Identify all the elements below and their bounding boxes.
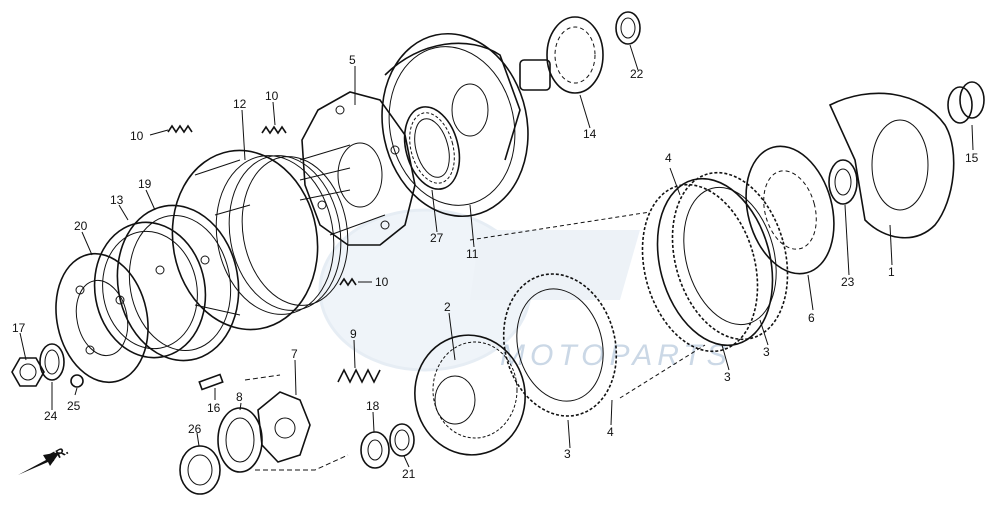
callout-7: 7 — [291, 347, 298, 361]
part-washer-24 — [39, 343, 65, 381]
part-drum-19 — [116, 204, 240, 362]
part-weight-assembly — [171, 149, 349, 331]
callout-numbers: 1 2 3 3 3 4 4 5 6 7 8 9 10 10 10 11 12 1… — [12, 53, 979, 481]
callout-25: 25 — [67, 399, 81, 413]
part-disc-stack-left — [502, 273, 618, 417]
callout-19: 19 — [138, 177, 152, 191]
callout-3a: 3 — [763, 345, 770, 359]
callout-6: 6 — [808, 311, 815, 325]
callout-14: 14 — [583, 127, 597, 141]
part-spring-10-mid — [261, 125, 287, 135]
callout-22: 22 — [630, 67, 644, 81]
part-ball-25 — [70, 374, 84, 388]
part-housing-8 — [217, 407, 263, 473]
part-outer-basket — [381, 32, 529, 218]
part-pressure-plate — [745, 145, 835, 275]
callout-16: 16 — [207, 401, 221, 415]
callout-23: 23 — [841, 275, 855, 289]
part-ring-22 — [615, 11, 641, 45]
part-spring-9 — [337, 368, 381, 384]
part-bushing — [947, 81, 985, 124]
part-bearing-ring — [403, 106, 461, 190]
callout-26: 26 — [188, 422, 202, 436]
part-outer-cover — [828, 92, 955, 239]
callout-5: 5 — [349, 53, 356, 67]
callout-27: 27 — [430, 231, 444, 245]
callout-4b: 4 — [607, 425, 614, 439]
watermark-globe — [318, 208, 640, 372]
callout-15: 15 — [965, 151, 979, 165]
callout-3c: 3 — [564, 447, 571, 461]
callout-4a: 4 — [665, 151, 672, 165]
callout-9: 9 — [350, 327, 357, 341]
callout-10c: 10 — [375, 275, 389, 289]
part-nut — [11, 357, 45, 387]
part-bolt-16 — [198, 373, 224, 391]
part-primary-gear — [519, 16, 604, 94]
part-bearing-26 — [179, 445, 221, 495]
callout-10b: 10 — [265, 89, 279, 103]
assembly-lines — [244, 211, 706, 471]
part-washer-23 — [828, 159, 858, 205]
part-washer-plate — [55, 252, 149, 384]
callout-2: 2 — [444, 300, 451, 314]
callout-21: 21 — [402, 467, 416, 481]
part-disc-stack-right — [641, 171, 789, 353]
leader-lines — [19, 44, 974, 468]
part-bracket-7 — [257, 391, 311, 463]
part-clutch-center — [414, 334, 526, 456]
part-collar-18 — [360, 431, 390, 469]
callout-24: 24 — [44, 409, 58, 423]
front-direction-arrow: FR. — [18, 443, 70, 475]
callout-11: 11 — [466, 247, 479, 261]
callout-3b: 3 — [724, 370, 731, 384]
part-drum-13 — [93, 221, 207, 359]
part-spring-10-top — [167, 124, 193, 134]
part-spring-10-low — [339, 277, 357, 287]
part-washer-21 — [389, 423, 415, 457]
callout-13: 13 — [110, 193, 124, 207]
callout-10a: 10 — [130, 129, 144, 143]
callout-12: 12 — [233, 97, 247, 111]
callout-8: 8 — [236, 390, 243, 404]
callout-17: 17 — [12, 321, 26, 335]
part-drive-plate — [299, 91, 416, 246]
callout-20: 20 — [74, 219, 88, 233]
callout-1: 1 — [888, 265, 895, 279]
callout-18: 18 — [366, 399, 380, 413]
